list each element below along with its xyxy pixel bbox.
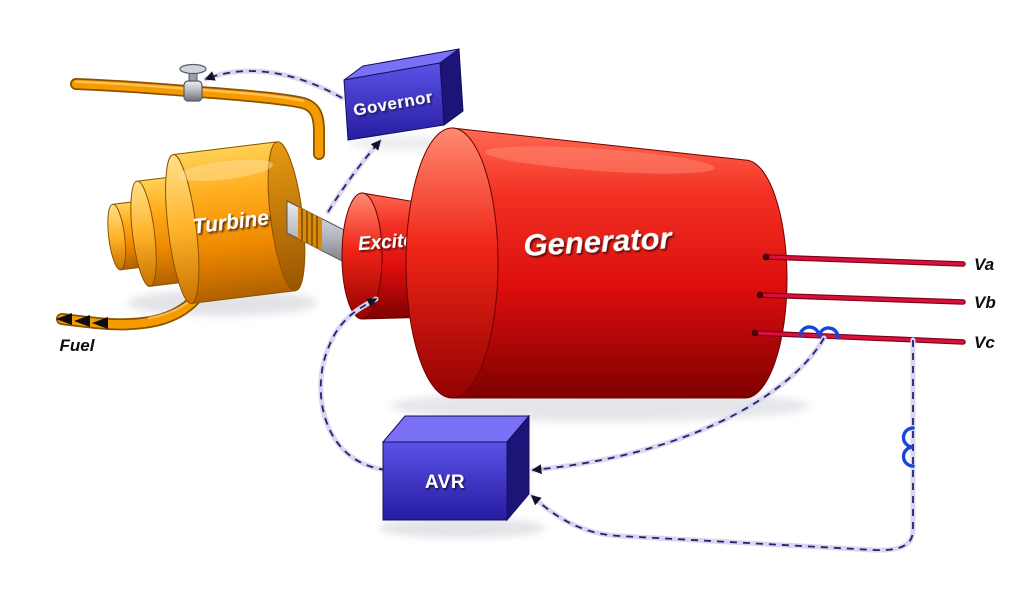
phase-lines — [751, 253, 966, 345]
generator: Generator — [405, 127, 788, 399]
signal-ct-to-avr — [531, 337, 825, 475]
phase-terminal-va — [762, 253, 770, 261]
signal-shaft-to-governor — [327, 139, 381, 213]
phase-terminal-vb — [756, 291, 764, 299]
phase-terminal-vc — [751, 329, 759, 337]
coupling-ribs — [301, 208, 318, 249]
generator-highlight — [485, 146, 715, 174]
fuel-flow-arrows — [56, 313, 108, 329]
sensors — [798, 325, 915, 468]
avr-box-front — [382, 441, 508, 521]
valve-body — [183, 80, 203, 102]
signal-voltage-feedback-to-avr — [530, 340, 914, 551]
avr-box-top — [381, 415, 531, 443]
coupling — [298, 206, 322, 251]
fuel-valve — [179, 63, 207, 102]
fuel-label: Fuel — [60, 336, 96, 355]
phase-label-va: Va — [974, 255, 994, 274]
phase-labels: Va Vb Vc — [974, 255, 996, 352]
turbine-highlight — [177, 159, 274, 182]
avr-shadow — [378, 518, 546, 538]
valve-handwheel — [179, 63, 207, 75]
avr-box: AVR — [381, 414, 531, 522]
current-transformer-2 — [901, 426, 915, 468]
turbine: Turbine — [107, 141, 306, 305]
avr-label: AVR — [425, 472, 465, 493]
phase-line-vb — [758, 293, 965, 304]
governor-box-front — [343, 62, 445, 141]
current-transformer-1 — [798, 325, 840, 340]
generator-label: Generator — [523, 220, 675, 263]
phase-line-va — [764, 255, 965, 266]
signal-governor-to-valve — [204, 70, 343, 99]
control-lines — [203, 68, 916, 553]
governor-box: Governor — [343, 48, 464, 141]
phase-line-vc — [753, 331, 965, 344]
phase-label-vb: Vb — [974, 293, 996, 312]
phase-label-vc: Vc — [974, 333, 995, 352]
signal-avr-to-exciter — [319, 298, 387, 471]
